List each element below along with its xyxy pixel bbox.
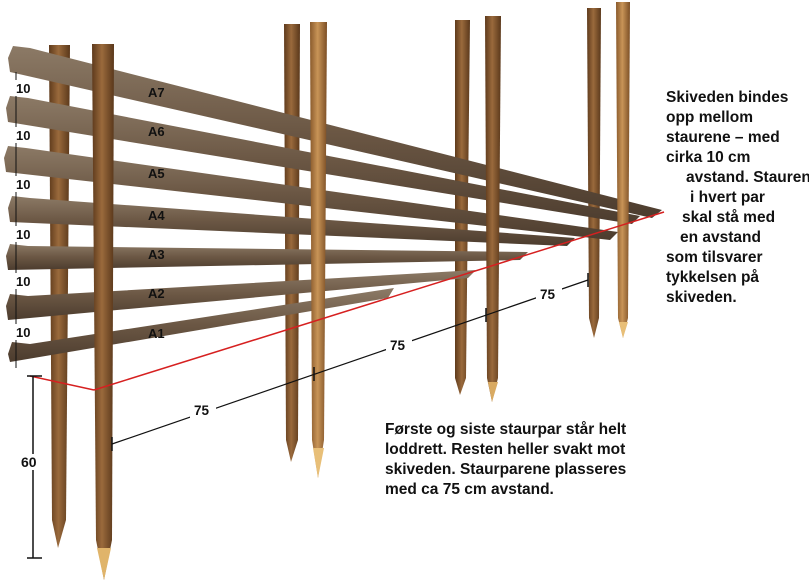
note-bottom: Første og siste staurpar står helt loddr… xyxy=(385,420,626,500)
post-tip xyxy=(488,382,498,402)
post-spacing-labels: 75 75 75 xyxy=(190,286,562,418)
note-line: en avstand xyxy=(680,229,761,246)
rail-label: A5 xyxy=(148,166,165,181)
rail-spacing-label: 10 xyxy=(16,128,30,143)
note-line: tykkelsen på xyxy=(666,269,760,286)
rail-a4 xyxy=(8,196,575,246)
note-line: staurene – med xyxy=(666,129,780,146)
rail-label: A3 xyxy=(148,247,165,262)
rail-label: A6 xyxy=(148,124,165,139)
red-guide-line xyxy=(93,211,665,391)
post xyxy=(92,44,114,580)
rail-a3 xyxy=(6,244,528,270)
rail-spacing-label: 10 xyxy=(16,274,30,289)
post xyxy=(616,2,630,338)
rail-spacing-label: 10 xyxy=(16,81,30,96)
note-line: avstand. Staurene xyxy=(686,169,809,186)
rail-label: A2 xyxy=(148,286,165,301)
note-right: Skiveden bindes opp mellom staurene – me… xyxy=(666,88,809,308)
post-tip xyxy=(619,322,628,338)
post xyxy=(310,22,327,478)
rail-spacing-label: 10 xyxy=(16,325,30,340)
post xyxy=(284,24,300,462)
note-line: skiveden. Staurparene plasseres xyxy=(385,461,627,478)
note-line: skal stå med xyxy=(682,209,776,226)
note-line: loddrett. Resten heller svakt mot xyxy=(385,441,626,458)
rail-label: A1 xyxy=(148,326,165,341)
note-line: skiveden. xyxy=(666,289,737,306)
note-line: Skiveden bindes xyxy=(666,89,789,106)
rail-label: A4 xyxy=(148,208,165,223)
rail-a2 xyxy=(6,270,476,320)
note-line: Første og siste staurpar står helt xyxy=(385,421,627,438)
post-spacing-label: 75 xyxy=(194,403,210,418)
note-line: cirka 10 cm xyxy=(666,149,751,166)
note-line: opp mellom xyxy=(666,109,753,126)
note-line: med ca 75 cm avstand. xyxy=(385,481,554,498)
rail-spacing-labels: 10 10 10 10 10 10 xyxy=(15,80,37,340)
rail-spacing-label: 10 xyxy=(16,177,30,192)
rail-spacing-label: 10 xyxy=(16,227,30,242)
rail-label: A7 xyxy=(148,85,165,100)
front-posts xyxy=(92,2,630,580)
post xyxy=(455,20,470,395)
note-line: i hvert par xyxy=(690,189,765,206)
height-label: 60 xyxy=(21,454,37,470)
post-tip xyxy=(313,448,324,478)
post-tip xyxy=(97,548,111,580)
post xyxy=(485,16,501,402)
post-spacing-label: 75 xyxy=(540,287,556,302)
red-guide-line xyxy=(29,375,95,391)
rail-labels: A7 A6 A5 A4 A3 A2 A1 xyxy=(148,85,165,341)
post xyxy=(587,8,601,338)
post-tips xyxy=(97,322,628,580)
note-line: som tilsvarer xyxy=(666,249,763,266)
post-spacing-label: 75 xyxy=(390,338,406,353)
